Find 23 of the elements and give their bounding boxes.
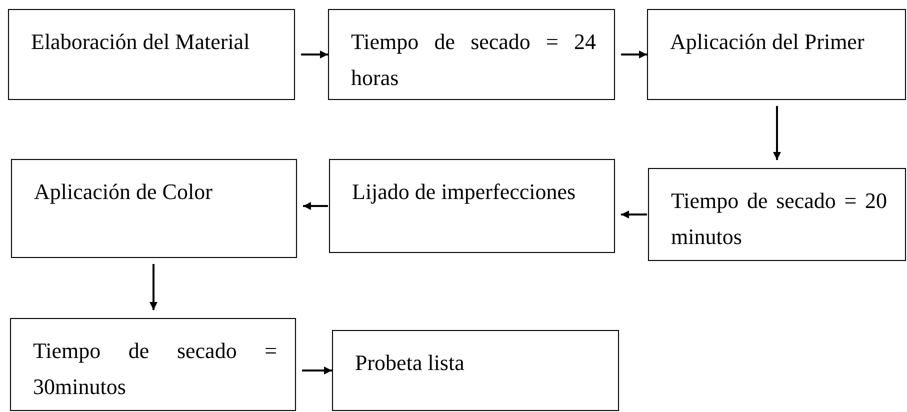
box-label: Lijado de imperfecciones bbox=[352, 178, 577, 206]
arrow bbox=[621, 210, 647, 218]
arrow bbox=[621, 50, 647, 58]
box-label: Tiempo de secado = 24 horas bbox=[351, 28, 596, 92]
process-box bbox=[329, 159, 615, 253]
arrow bbox=[301, 50, 328, 58]
box-label: Probeta lista bbox=[355, 349, 466, 377]
arrow bbox=[302, 366, 332, 374]
box-label: Aplicación del Primer bbox=[670, 28, 866, 56]
process-box bbox=[10, 318, 296, 411]
process-box bbox=[648, 168, 906, 261]
process-box bbox=[11, 159, 297, 258]
process-box bbox=[332, 330, 619, 411]
box-label: Elaboración del Material bbox=[31, 28, 251, 56]
box-label: Tiempo de secado = 20 minutos bbox=[671, 187, 887, 251]
process-box bbox=[647, 9, 906, 100]
process-box bbox=[8, 9, 295, 100]
process-box bbox=[328, 9, 615, 100]
arrow bbox=[773, 106, 781, 160]
box-label: Tiempo de secado = 30minutos bbox=[33, 337, 277, 401]
box-label: Aplicación de Color bbox=[34, 178, 214, 206]
arrow bbox=[303, 202, 328, 210]
arrow bbox=[150, 264, 158, 310]
